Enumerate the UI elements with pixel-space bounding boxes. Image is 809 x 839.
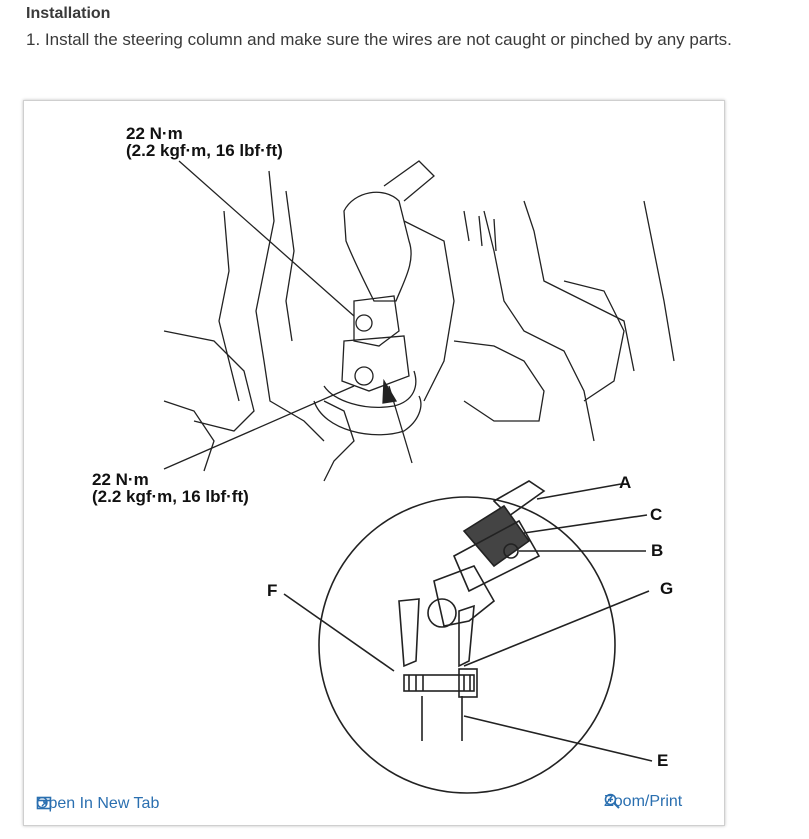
pinion-base — [313, 395, 422, 436]
dash-structure-right — [483, 210, 595, 442]
detail-nut-g — [458, 668, 478, 698]
floor-panel — [323, 400, 355, 482]
detail-yoke-f — [398, 598, 420, 668]
open-in-new-tab-label: Open In New Tab — [36, 795, 160, 812]
detail-bolt-threads — [408, 675, 471, 691]
column-bracket — [403, 220, 455, 402]
callout-g: G — [660, 579, 674, 598]
pinion-boot — [323, 370, 417, 408]
section-heading: Installation — [26, 5, 111, 22]
detail-lower-shaft-e — [421, 696, 463, 741]
body-outline-left — [255, 170, 325, 442]
upper-shaft — [383, 160, 435, 202]
torque-lower-metric: 22 N·m — [92, 470, 149, 489]
callout-line-e — [463, 715, 653, 762]
upper-joint-yoke — [341, 335, 410, 392]
torque-top-leader — [178, 160, 355, 317]
external-window-icon — [36, 796, 52, 810]
callout-line-c — [523, 514, 648, 534]
zoom-print-label: Zoom/Print — [604, 793, 683, 810]
callout-e: E — [657, 751, 669, 770]
magnifier-plus-icon — [604, 793, 620, 809]
dash-lines — [463, 210, 497, 252]
upper-bolt-head — [355, 314, 373, 332]
detail-joint-hole — [427, 598, 457, 628]
upper-column-housing — [343, 191, 412, 302]
torque-bottom-leader — [163, 385, 355, 470]
upper-joint — [353, 295, 400, 347]
figure-card: 22 N·m (2.2 kgf·m, 16 lbf·ft) 22 N·m (2.… — [23, 100, 725, 826]
callout-line-g — [463, 590, 650, 667]
callout-line-f — [283, 593, 395, 672]
steering-column-diagram — [163, 160, 675, 794]
open-in-new-tab-link[interactable]: Open In New Tab — [36, 795, 159, 813]
callout-c: C — [650, 505, 663, 524]
detail-shaft-spline — [462, 504, 531, 568]
callout-a: A — [619, 473, 632, 492]
floor-panel-right — [453, 340, 545, 422]
torque-lower-imperial: (2.2 kgf·m, 16 lbf·ft) — [92, 487, 249, 506]
body-outline-left-2 — [218, 210, 240, 402]
installation-step-1: 1. Install the steering column and make … — [26, 30, 732, 49]
torque-spec-lower: 22 N·m (2.2 kgf·m, 16 lbf·ft) — [92, 471, 249, 505]
lower-bolt-head — [354, 366, 374, 386]
pedal-assembly — [563, 280, 625, 402]
callout-f: F — [267, 581, 278, 600]
lower-arm — [163, 330, 255, 432]
callout-b: B — [651, 541, 664, 560]
dash-structure-right-3 — [643, 200, 675, 362]
detail-elbow — [433, 565, 496, 627]
torque-upper-imperial: (2.2 kgf·m, 16 lbf·ft) — [126, 141, 283, 160]
detail-arrowhead — [382, 378, 398, 404]
zoom-print-link[interactable]: Zoom/Print — [604, 793, 682, 811]
lower-left-structure — [163, 400, 215, 472]
detail-yoke-right — [458, 604, 475, 668]
torque-upper-metric: 22 N·m — [126, 124, 183, 143]
detail-shaft-body — [452, 519, 541, 593]
detail-clamp-bolt — [403, 674, 475, 692]
detail-circle — [318, 496, 616, 794]
body-outline-inner — [285, 190, 295, 342]
torque-spec-upper: 22 N·m (2.2 kgf·m, 16 lbf·ft) — [126, 125, 283, 159]
dash-structure-right-2 — [523, 200, 635, 372]
detail-ball-b — [503, 543, 519, 559]
callout-line-a — [536, 483, 622, 500]
